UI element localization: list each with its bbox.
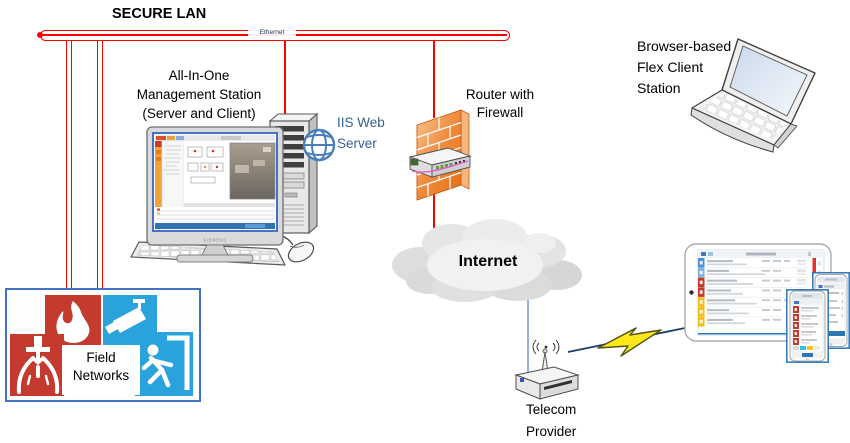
lan-connector-field-2 xyxy=(97,39,103,289)
internet-cloud xyxy=(392,219,582,302)
monitor-screen-content xyxy=(155,135,276,229)
internet-label: Internet xyxy=(458,253,518,270)
internet-telecom-connector xyxy=(527,294,529,372)
management-station-computer: SIEMENS xyxy=(130,112,319,266)
iis-web-server-label: IIS Web Server xyxy=(337,112,385,154)
lightning-bolt-icon xyxy=(567,327,686,357)
router-device xyxy=(408,147,472,178)
phone1-footer-colorbar xyxy=(793,346,820,350)
tablet-event-list xyxy=(698,258,822,327)
monitor: SIEMENS xyxy=(146,126,284,263)
monitor-brand: SIEMENS xyxy=(203,238,226,243)
label-line: Router with xyxy=(465,87,535,102)
label-line: Provider xyxy=(526,424,577,439)
field-networks-box: Field Networks xyxy=(5,288,201,402)
label-line: (Server and Client) xyxy=(142,106,256,121)
label-line: Station xyxy=(637,80,681,96)
ethernet-label: Ethernet xyxy=(248,29,296,37)
label-line: Flex Client xyxy=(637,59,704,75)
label-line: Management Station xyxy=(136,87,262,102)
secure-lan-title: SECURE LAN xyxy=(112,6,207,22)
label-line: Browser-based xyxy=(637,38,732,54)
intrusion-person-icon xyxy=(135,332,193,396)
label-line: Field xyxy=(86,350,116,365)
telecom-provider-label: Telecom Provider xyxy=(526,399,576,443)
label-line: IIS Web xyxy=(337,115,385,130)
lan-connector-router xyxy=(433,39,435,118)
lan-connector-field-1 xyxy=(66,39,72,289)
label-line: Server xyxy=(337,136,377,151)
telecom-modem xyxy=(514,339,580,400)
router-internet-connector xyxy=(433,192,435,246)
router-firewall-label: Router with Firewall xyxy=(452,86,548,122)
router-with-firewall xyxy=(408,109,472,201)
lan-connector-server xyxy=(284,39,286,124)
globe-icon xyxy=(302,128,336,162)
label-line: Firewall xyxy=(476,105,524,120)
floor-plan xyxy=(187,146,224,184)
smartphone-1 xyxy=(786,289,829,363)
laptop xyxy=(690,38,816,153)
label-line: All-In-One xyxy=(168,68,230,83)
management-station-label: All-In-One Management Station (Server an… xyxy=(120,66,278,123)
label-line: Telecom xyxy=(526,402,577,417)
phone1-event-list xyxy=(793,306,819,345)
label-line: Networks xyxy=(72,368,130,383)
sprinkler-icon xyxy=(10,334,64,396)
field-networks-label: Field Networks xyxy=(62,345,140,395)
flex-client-label: Browser-based Flex Client Station xyxy=(637,36,731,99)
ethernet-bus-endcap xyxy=(37,32,43,38)
radio-waves-icon xyxy=(532,339,560,355)
